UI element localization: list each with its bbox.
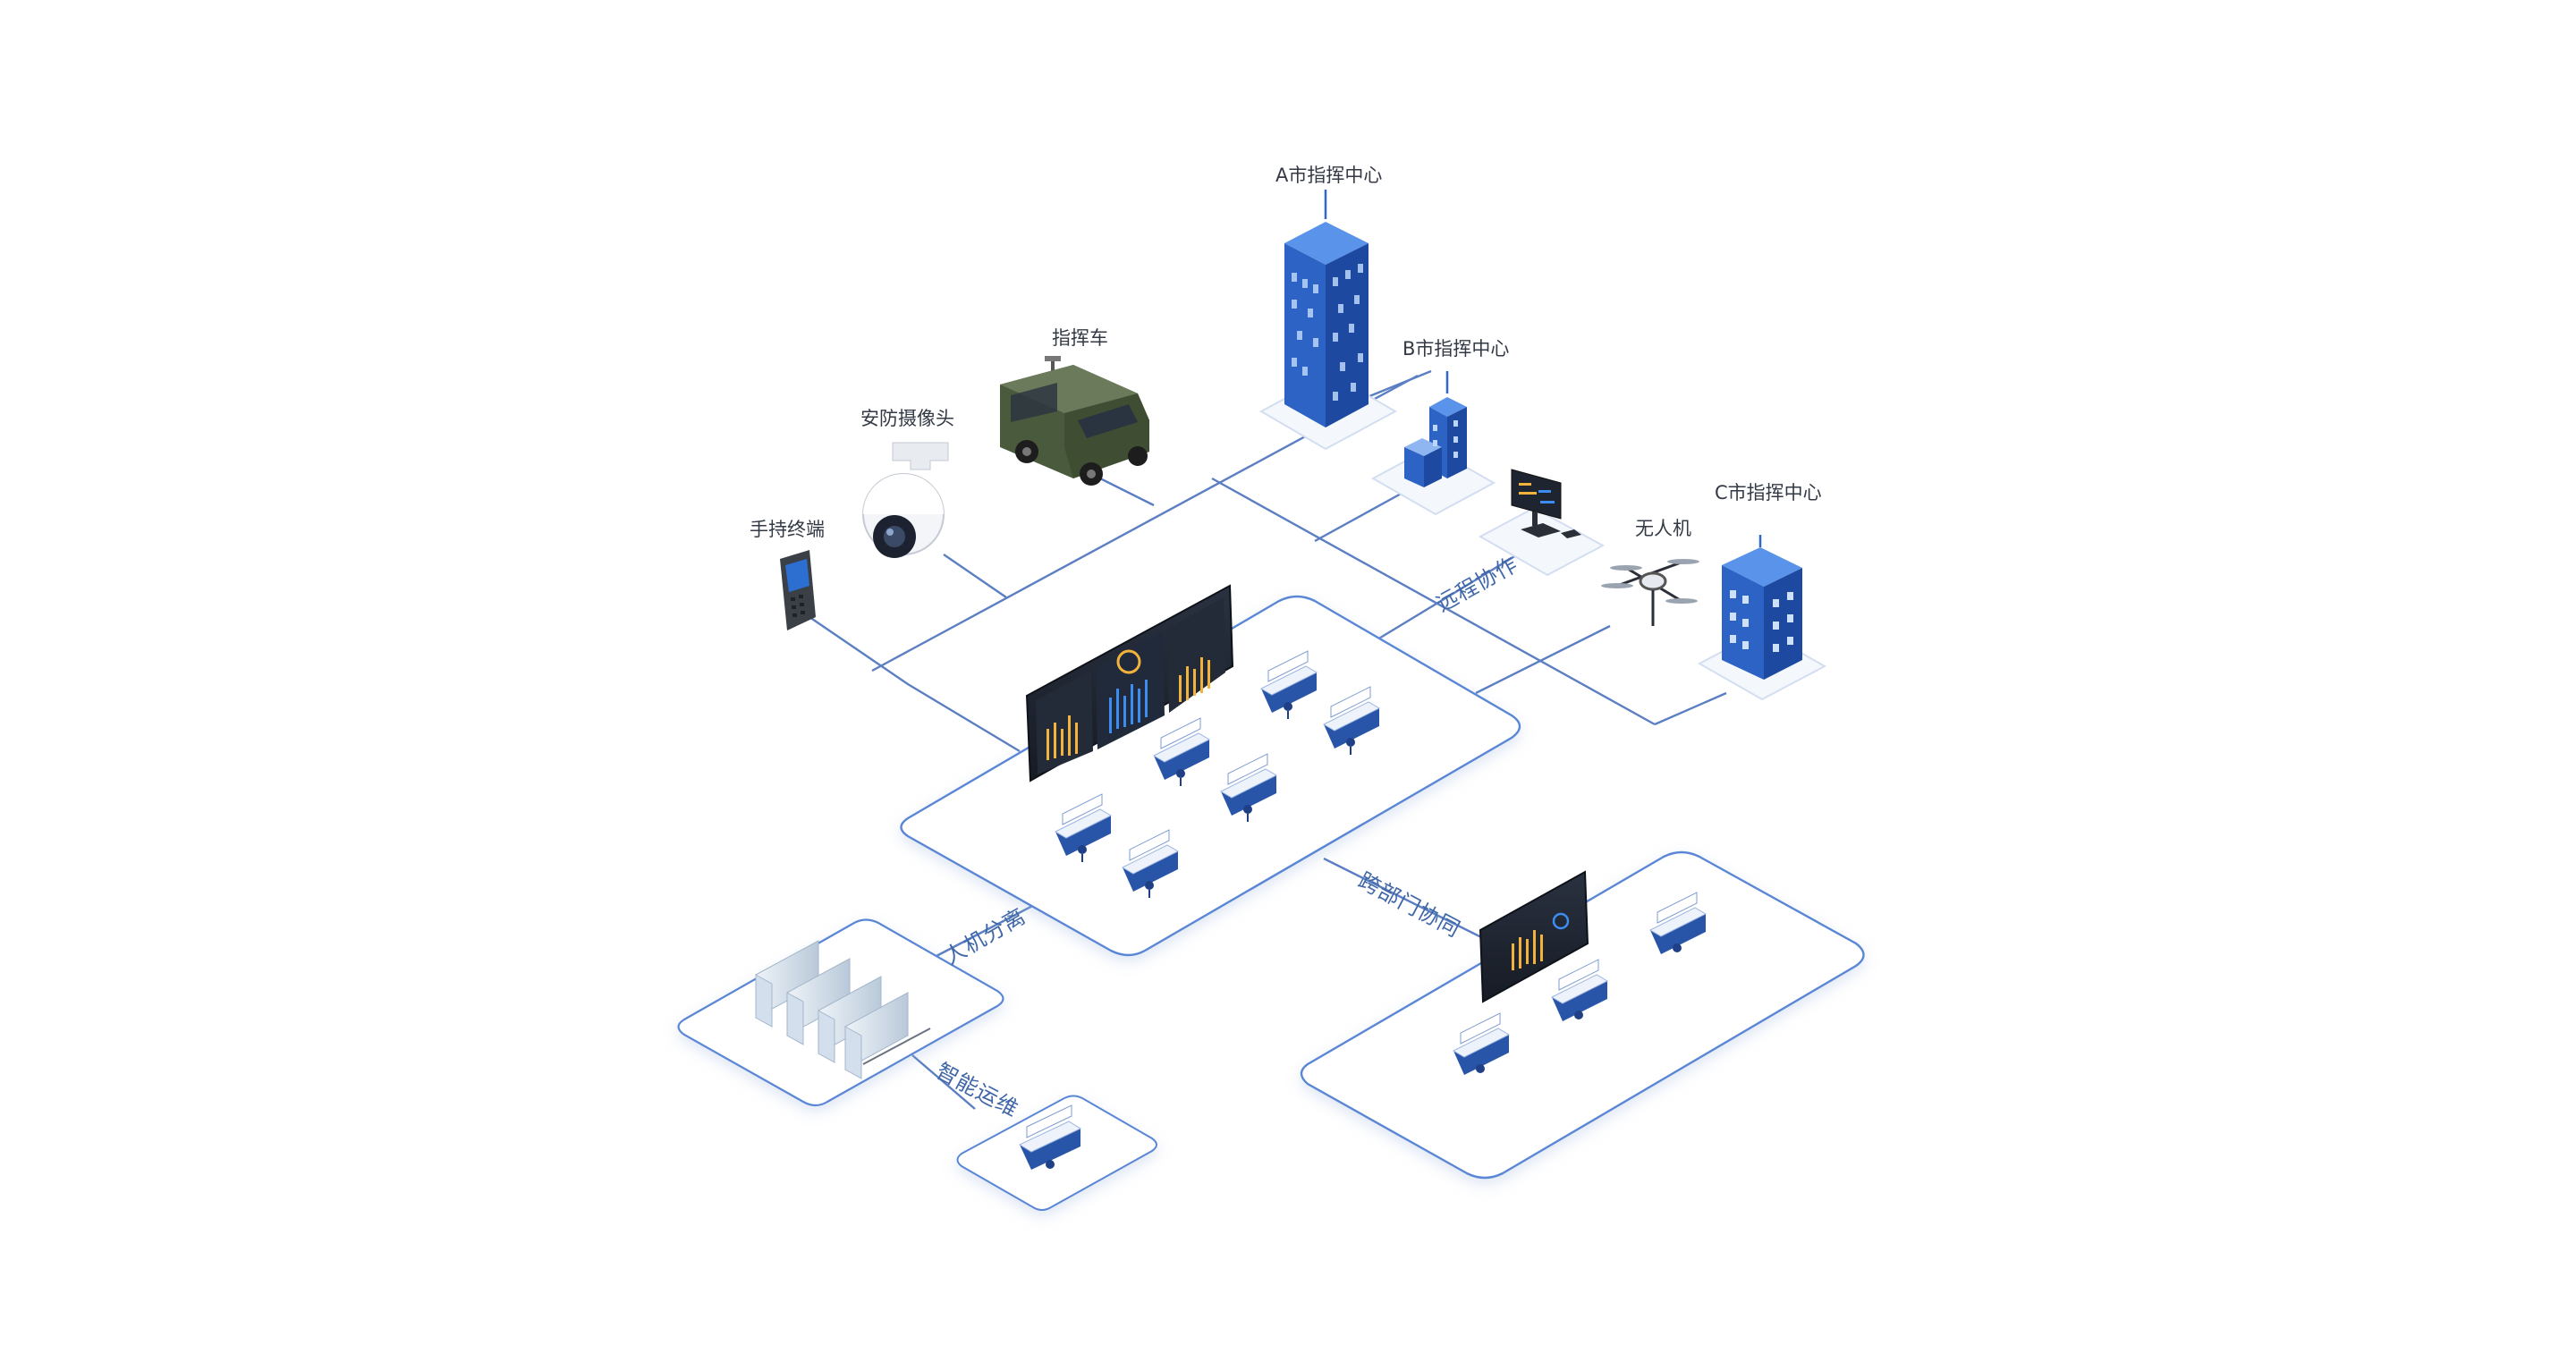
console-group-dept: [1452, 892, 1707, 1075]
drone-link: [1475, 624, 1611, 695]
workstation-base: [1478, 506, 1606, 577]
camera-link: [943, 554, 1007, 598]
city-a-label: A市指挥中心: [1275, 165, 1383, 186]
workstation-monitor-icon: [1511, 469, 1581, 538]
console-desk: [1259, 650, 1318, 719]
security-camera-label: 安防摄像头: [860, 408, 954, 429]
command-vehicle-label: 指挥车: [1052, 327, 1108, 349]
remote-to-platform: [1377, 551, 1521, 641]
console-group-main: [1054, 650, 1381, 898]
console-desk: [1219, 753, 1278, 822]
console-desk: [1322, 686, 1381, 755]
drone-label: 无人机: [1635, 518, 1691, 539]
console-desk: [1550, 959, 1609, 1021]
bottom-right-link: [1654, 691, 1727, 726]
human-machine-link: [934, 901, 1038, 959]
console-desk: [1054, 793, 1113, 862]
console-desk: [1452, 1012, 1511, 1075]
city-c-building-icon: [1722, 535, 1802, 680]
console-desk: [1648, 892, 1707, 954]
dept-video-wall-icon: [1479, 870, 1589, 1003]
ops-console-icon: [1018, 1104, 1082, 1170]
main-platform: [900, 595, 1521, 957]
handheld-terminal-label: 手持终端: [750, 519, 825, 540]
vehicle-link: [1099, 477, 1155, 507]
remote-line: [1211, 477, 1656, 726]
smart-ops-link: [911, 1054, 976, 1110]
console-desk: [1121, 829, 1180, 898]
drone-icon: [1601, 559, 1699, 626]
city-b-label: B市指挥中心: [1402, 338, 1510, 360]
main-video-wall-icon: [1025, 584, 1234, 782]
command-vehicle-icon: [1000, 356, 1149, 486]
handheld-link: [809, 616, 1021, 753]
security-camera-icon: [862, 442, 949, 558]
cross-dept-link: [1323, 857, 1486, 941]
server-racks-icon: [755, 940, 931, 1079]
city-b-building-icon: [1404, 371, 1467, 487]
city-c-label: C市指挥中心: [1715, 482, 1822, 503]
handheld-terminal-icon: [780, 550, 816, 630]
b-link: [1314, 490, 1405, 543]
city-a-building-icon: [1284, 190, 1368, 427]
console-desk: [1152, 717, 1211, 786]
